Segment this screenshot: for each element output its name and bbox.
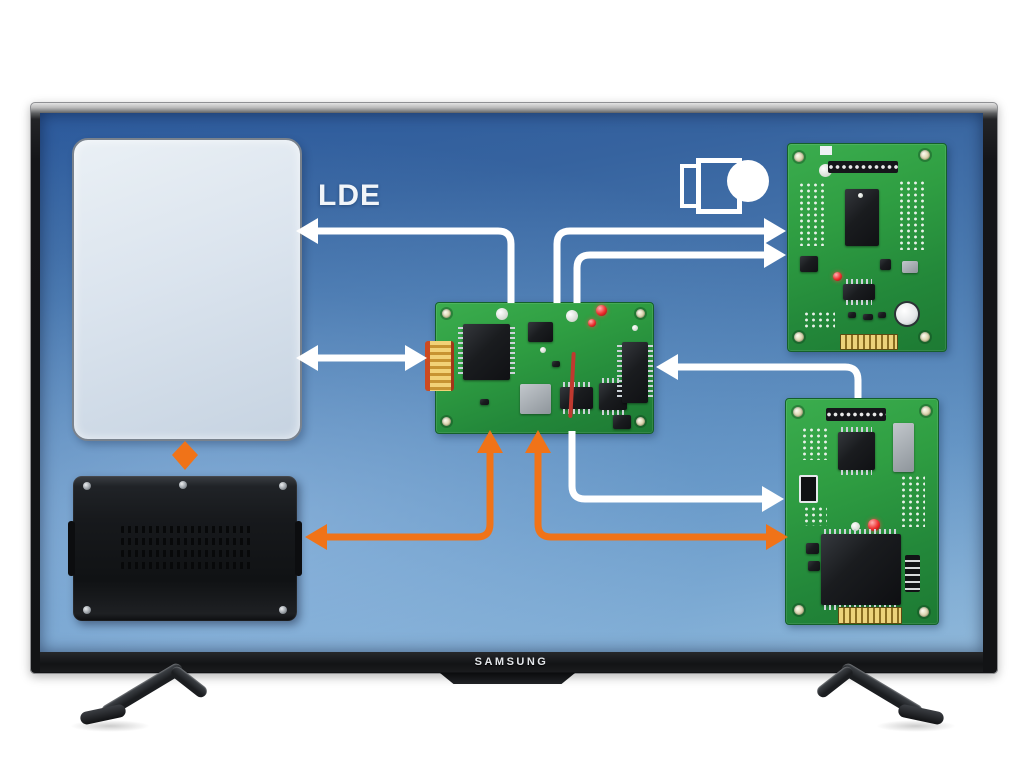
passive-component <box>540 347 546 353</box>
screw <box>279 482 287 490</box>
screw <box>279 606 287 614</box>
screw-hole <box>636 309 645 318</box>
pin-header <box>826 408 886 421</box>
arrow-bottomright-to-main <box>676 363 862 398</box>
screw <box>83 606 91 614</box>
edge-connector <box>425 341 454 391</box>
main-ic <box>845 189 879 246</box>
tv-frame: LDE <box>30 102 998 674</box>
arrow-orange-box-main <box>325 447 494 541</box>
solder-pad-grid <box>801 427 827 460</box>
gold-edge-connector <box>840 334 898 350</box>
bottom-right-board <box>785 398 939 625</box>
speaker-box <box>68 476 302 621</box>
screw-hole <box>794 332 804 342</box>
screw <box>179 481 187 489</box>
solder-pad-grid <box>898 180 928 250</box>
transistor <box>806 543 819 554</box>
ic-chip <box>617 342 653 403</box>
solder-pad-grid <box>900 475 925 527</box>
box-side-tab <box>295 521 302 576</box>
foot-shadow <box>876 720 956 732</box>
tv-connector-icon <box>680 158 772 214</box>
screw <box>83 482 91 490</box>
solder-pad-grid <box>803 506 827 526</box>
bottom-bezel: SAMSUNG <box>40 652 983 672</box>
ic-chip-silver <box>520 384 551 414</box>
lcd-panel <box>72 138 302 441</box>
transistor <box>808 561 820 571</box>
icon-circle <box>727 160 769 202</box>
ic-chip <box>458 324 515 380</box>
orange-diamond-panel-box <box>172 441 198 470</box>
screw-hole <box>442 309 451 318</box>
passive-component <box>878 312 886 318</box>
screw-hole <box>920 150 930 160</box>
vent-grille <box>121 526 251 572</box>
ic-chip <box>613 415 631 429</box>
solder-pad-grid <box>798 182 828 246</box>
passive-component <box>552 361 560 367</box>
screw-hole <box>920 332 930 342</box>
mount-dot <box>496 308 508 320</box>
passive-component <box>863 314 873 320</box>
screw-hole <box>919 607 929 617</box>
arrow-main-to-topright-1 <box>553 227 766 303</box>
cable-label: LDE <box>318 179 381 212</box>
samsung-logo: SAMSUNG <box>474 656 549 668</box>
tv-screen: LDE <box>40 113 983 652</box>
arrow-lde-line <box>316 227 515 303</box>
mount-dot <box>566 310 578 322</box>
screw-hole <box>793 407 803 417</box>
transistor <box>880 259 891 270</box>
screw-hole <box>794 152 804 162</box>
jumper-block <box>528 322 553 342</box>
solder-pad-grid <box>803 311 835 328</box>
pin1-dot <box>858 193 863 198</box>
white-pad <box>820 146 832 155</box>
resistor-network <box>905 555 920 592</box>
main-board <box>425 302 654 434</box>
screw-hole <box>442 417 451 426</box>
ic-chip <box>560 382 593 414</box>
box-side-tab <box>68 521 75 576</box>
passive-component <box>480 399 489 405</box>
ic-chip-silver <box>893 423 914 472</box>
ic-chip <box>838 427 875 475</box>
arrow-main-to-bottomright <box>568 431 764 503</box>
led <box>596 305 607 316</box>
capacitor-top <box>896 303 918 325</box>
connection-arrows <box>172 218 862 550</box>
labeled-component <box>799 475 818 503</box>
led <box>868 519 880 531</box>
passive-component <box>848 312 856 318</box>
ic-chip <box>800 256 818 272</box>
gold-edge-connector <box>838 607 902 624</box>
arrow-main-to-topright-2 <box>573 251 766 303</box>
passive-component <box>851 522 860 531</box>
passive-component <box>632 325 638 331</box>
led <box>833 272 842 281</box>
stand-mount <box>440 673 575 684</box>
screw-hole <box>636 417 645 426</box>
screw-hole <box>794 605 804 615</box>
top-right-board <box>787 143 947 352</box>
screw-hole <box>921 406 931 416</box>
led <box>588 319 596 327</box>
ic-chip <box>843 279 875 305</box>
main-processor <box>821 529 901 610</box>
arrow-orange-main-bottomright <box>534 447 768 541</box>
pin-header <box>828 161 898 173</box>
crystal <box>902 261 918 273</box>
